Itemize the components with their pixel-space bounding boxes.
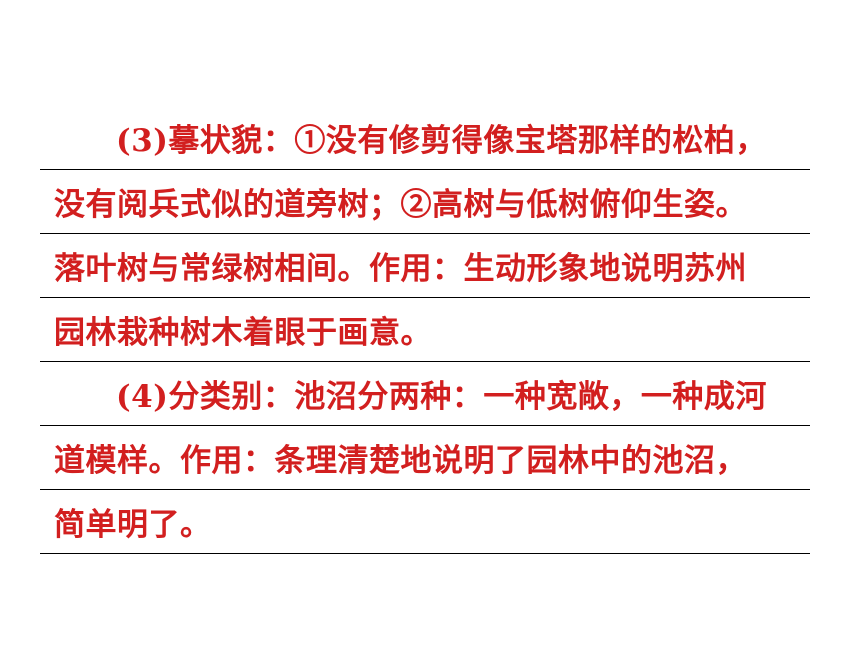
answer-text-line: 落叶树与常绿树相间。作用：生动形象地说明苏州 <box>54 251 747 287</box>
answer-text-line: (3)摹状貌：①没有修剪得像宝塔那样的松柏， <box>116 123 767 159</box>
text-line-7: 简单明了。 <box>40 490 810 554</box>
text-line-4: 园林栽种树木着眼于画意。 <box>40 298 810 362</box>
answer-text-line: 道模样。作用：条理清楚地说明了园林中的池沼， <box>54 443 747 479</box>
text-line-3: 落叶树与常绿树相间。作用：生动形象地说明苏州 <box>40 234 810 298</box>
text-line-1: (3)摹状貌：①没有修剪得像宝塔那样的松柏， <box>40 106 810 170</box>
answer-text-line: (4)分类别：池沼分两种：一种宽敞，一种成河 <box>116 379 767 415</box>
answer-text-line: 园林栽种树木着眼于画意。 <box>54 315 432 351</box>
text-line-6: 道模样。作用：条理清楚地说明了园林中的池沼， <box>40 426 810 490</box>
answer-text-line: 没有阅兵式似的道旁树；②高树与低树俯仰生姿。 <box>54 187 747 223</box>
underline <box>40 361 810 362</box>
text-line-5: (4)分类别：池沼分两种：一种宽敞，一种成河 <box>40 362 810 426</box>
answer-text-line: 简单明了。 <box>54 507 212 543</box>
underline <box>40 169 810 170</box>
underline <box>40 553 810 554</box>
underline <box>40 233 810 234</box>
underline <box>40 489 810 490</box>
underline <box>40 297 810 298</box>
text-line-2: 没有阅兵式似的道旁树；②高树与低树俯仰生姿。 <box>40 170 810 234</box>
underline <box>40 425 810 426</box>
